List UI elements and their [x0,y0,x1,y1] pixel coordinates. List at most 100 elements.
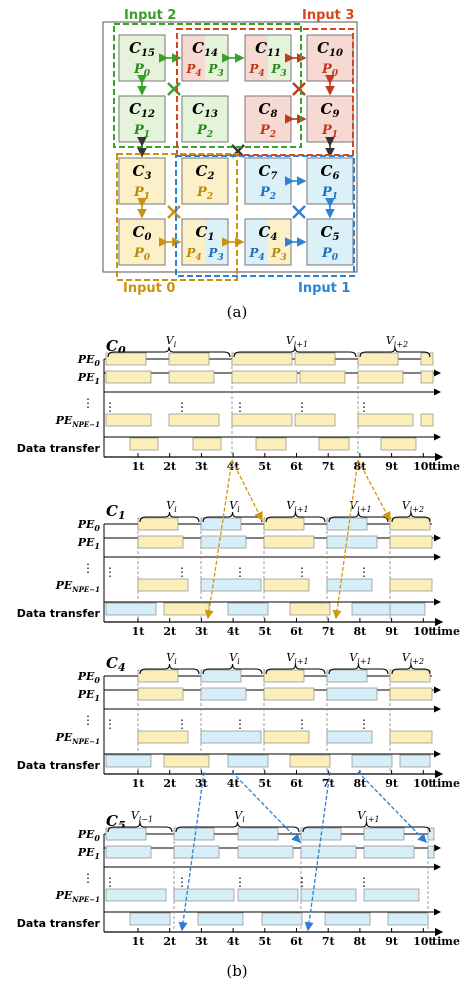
pe-bar [105,888,167,902]
core-box [306,157,354,205]
p-label-sub: 0 [144,69,151,79]
pe-bar [357,370,404,384]
pe-bar [363,845,415,859]
group-outline-input2 [113,23,302,148]
v-label-main: V [286,651,295,664]
core-box [306,95,354,143]
p-label-sub: 4 [195,253,201,263]
v-label-sub: i−1 [139,815,153,824]
tick-label: 9t [385,625,399,638]
tick-label: 3t [195,460,209,473]
pe-bar [420,352,434,366]
tick-label: 7t [322,935,336,948]
core-label-c4: C4 [259,223,278,243]
tick-label: 3t [195,625,209,638]
tick-label: 10t [413,935,434,948]
p-label-2-main: P [207,62,218,76]
core-label-c1: C1 [196,223,215,243]
core-label-c6-main: C [321,162,333,180]
v-label: Vi+1 [349,499,371,514]
p-label-sub: 0 [332,69,339,79]
pe-bar [420,413,434,427]
pe-bar [173,827,215,841]
pe-bar [105,845,152,859]
pe-bar [137,535,184,549]
core-label-c6-sub: 6 [332,171,339,182]
core-label-c9-main: C [321,100,333,118]
core-label-c12-main: C [129,100,141,118]
v-label: Vi+1 [286,651,308,666]
row-label-pen-sub: NPE−1 [71,420,100,429]
tick-label: 8t [354,625,368,638]
v-label-main: V [386,334,395,347]
pe-bar [105,370,152,384]
row-label-pe1-sub: 1 [94,851,100,861]
row-label-pe1-main: PE [77,846,95,859]
brace [107,346,231,358]
panel-title-c5-main: C [106,812,118,830]
p-label-2-main: P [270,62,281,76]
cross-blue [292,205,306,219]
pe-bar [389,535,433,549]
caption-b: (b) [226,962,247,980]
row-label-pen-sub: NPE−1 [71,585,100,594]
core-label-c13: C13 [192,100,218,120]
ellipsis-dots: ⋮ [358,400,370,414]
tick-label: 5t [258,460,272,473]
ellipsis-dots: ⋮ [176,875,188,889]
tick-label: 4t [227,935,241,948]
p-label-main: P [248,62,259,76]
pe-bar [389,687,433,701]
ellipsis-dots: ⋮ [296,400,308,414]
time-axis-label: time [432,777,460,790]
tick-label: 8t [354,460,368,473]
core-box-half [268,35,291,81]
core-label-c4-main: C [259,223,271,241]
tick-label: 6t [290,935,304,948]
v-label: Vi+2 [402,499,424,514]
v-label: Vi [166,334,177,349]
row-label-data-transfer: Data transfer [17,442,101,455]
core-label-c12-sub: 12 [141,109,155,120]
cross-yellow [167,205,181,219]
pe-bar [357,352,399,366]
core-label-c9-sub: 9 [332,109,339,120]
row-label-pe0-sub: 0 [94,523,100,533]
data-transfer-bar [351,754,393,768]
v-label-main: V [349,499,358,512]
brace [302,821,431,833]
v-label-sub: i [174,340,177,349]
core-label-c3: C3 [133,162,152,182]
core-label-c10-sub: 10 [329,48,343,59]
core-box [118,34,166,82]
data-transfer-bar [192,437,222,451]
panel-title-c1-main: C [106,502,118,520]
row-label-pen-sub: NPE−1 [71,895,100,904]
tick-label: 3t [195,777,209,790]
core-label-c10-main: C [317,39,329,57]
row-label-pe0: PE0 [77,518,101,533]
time-axis-label: time [432,625,460,638]
p-label: P4 [248,246,264,263]
p-label-main: P [248,246,259,260]
v-label-sub: i+1 [294,340,308,349]
p-label-main: P [133,185,145,200]
row-label-dots: ⋮ [82,396,94,410]
row-label-pen-main: PE [55,731,73,744]
pe-bar [173,845,220,859]
core-label-c0: C0 [133,223,152,243]
dep-arrow-c4-c5-a [231,771,301,843]
p-label-main: P [133,123,145,138]
core-label-c2-sub: 2 [206,171,214,182]
p-label: P2 [196,123,213,140]
v-label-sub: i+1 [294,505,308,514]
brace [391,663,431,675]
ellipsis-dots: ⋮ [296,717,308,731]
